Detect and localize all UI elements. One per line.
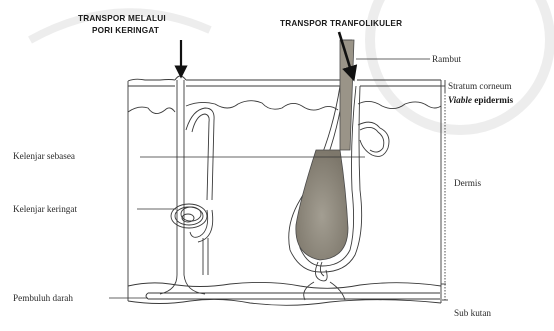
- pore-transport-title-line2: PORI KERINGAT: [92, 26, 159, 35]
- label-subcutis: Sub kutan: [454, 308, 491, 318]
- label-stratum-corneum: Stratum corneum: [448, 81, 512, 91]
- sebaceous-gland: [358, 122, 389, 156]
- label-viable-epidermis: Viable epidermis: [448, 95, 514, 105]
- skin-block: [128, 79, 441, 305]
- label-dermis: Dermis: [454, 178, 481, 188]
- title-arrows: [181, 32, 352, 74]
- pore-transport-title-line1: TRANSPOR MELALUI: [78, 14, 166, 23]
- titles: TRANSPOR MELALUI PORI KERINGAT TRANSPOR …: [78, 14, 402, 35]
- label-blood-vessel: Pembuluh darah: [13, 293, 73, 303]
- follicular-transport-title: TRANSPOR TRANFOLIKULER: [280, 19, 402, 28]
- blood-vessel: [146, 293, 440, 299]
- label-sebaceous-gland: Kelenjar sebasea: [13, 151, 75, 161]
- sweat-gland: [171, 108, 214, 275]
- label-sweat-gland: Kelenjar keringat: [13, 204, 77, 214]
- label-hair: Rambut: [432, 54, 462, 64]
- hair-follicle: [289, 40, 362, 300]
- layer-brackets: [441, 80, 448, 300]
- labels: Rambut Stratum corneum Viable epidermis …: [13, 54, 514, 318]
- leader-lines: [109, 59, 430, 298]
